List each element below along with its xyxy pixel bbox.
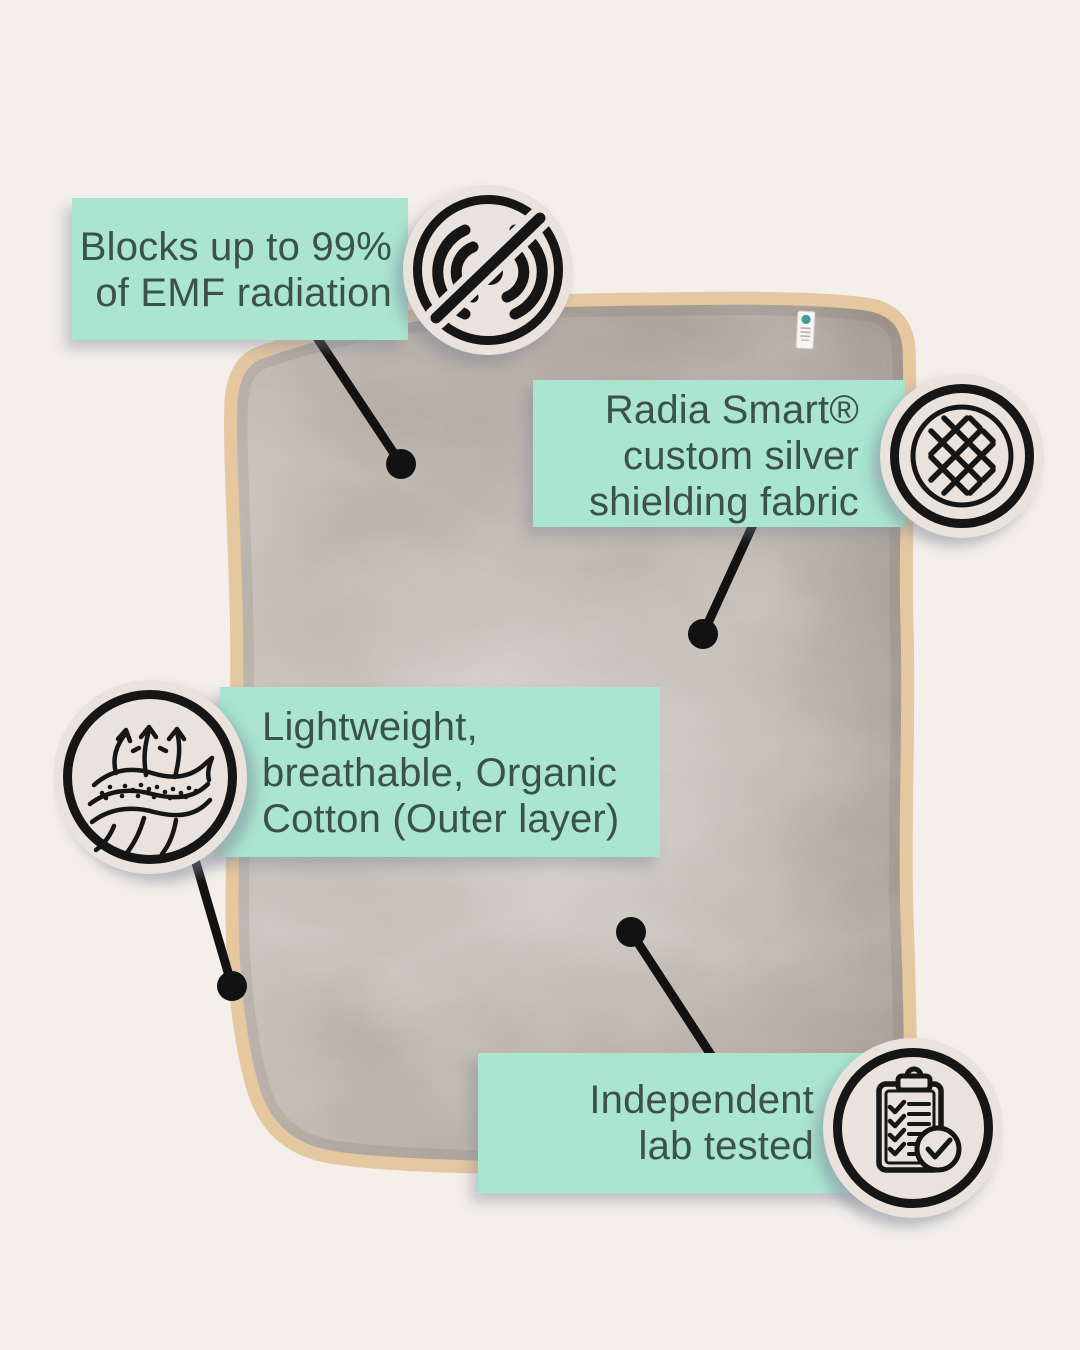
callout-cotton-label: Lightweight, breathable, Organic Cotton … bbox=[220, 687, 660, 857]
badge-ring bbox=[833, 1048, 993, 1208]
callout-emf-label: Blocks up to 99% of EMF radiation bbox=[72, 198, 408, 340]
badge-lab-tested bbox=[823, 1038, 1003, 1218]
badge-breathable bbox=[53, 680, 247, 874]
leader-line-emf bbox=[307, 325, 406, 469]
breathable-fabric-icon bbox=[87, 724, 215, 857]
callout-line: shielding fabric bbox=[588, 480, 859, 524]
clipboard-check-icon bbox=[876, 1066, 962, 1173]
callout-line: breathable, Organic bbox=[262, 751, 618, 795]
badge-ring bbox=[413, 195, 563, 345]
callout-line: of EMF radiation bbox=[95, 271, 392, 315]
care-tag bbox=[795, 310, 816, 350]
leader-dot-emf bbox=[386, 449, 416, 479]
leader-line-lab bbox=[626, 927, 718, 1063]
badge-ring bbox=[63, 690, 237, 864]
callout-lab-label: Independent lab tested bbox=[478, 1053, 880, 1193]
callout-fabric-label: Radia Smart® custom silver shielding fab… bbox=[533, 380, 905, 527]
leader-dot-lab bbox=[616, 917, 646, 947]
badge-no-emf bbox=[403, 185, 573, 355]
moisture-dots bbox=[99, 782, 199, 801]
callout-line: Independent bbox=[589, 1078, 814, 1122]
leader-dot-fabric bbox=[688, 619, 718, 649]
fabric-weave-icon bbox=[910, 404, 1014, 508]
callout-lines bbox=[189, 325, 762, 1063]
no-emf-signal-icon bbox=[424, 206, 552, 330]
callout-line: Cotton (Outer layer) bbox=[262, 797, 620, 841]
leader-line-cotton bbox=[189, 851, 237, 991]
care-tag-logo bbox=[801, 314, 811, 325]
leader-line-fabric bbox=[698, 511, 762, 639]
callout-line: Radia Smart® bbox=[604, 388, 859, 432]
callout-line: Blocks up to 99% bbox=[79, 225, 392, 269]
callout-line: lab tested bbox=[638, 1124, 814, 1168]
badge-ring bbox=[890, 384, 1034, 528]
callout-line: Lightweight, bbox=[262, 705, 478, 749]
callout-line: custom silver bbox=[623, 434, 859, 478]
badge-fabric-weave bbox=[880, 374, 1044, 538]
leader-dot-cotton bbox=[217, 971, 247, 1001]
